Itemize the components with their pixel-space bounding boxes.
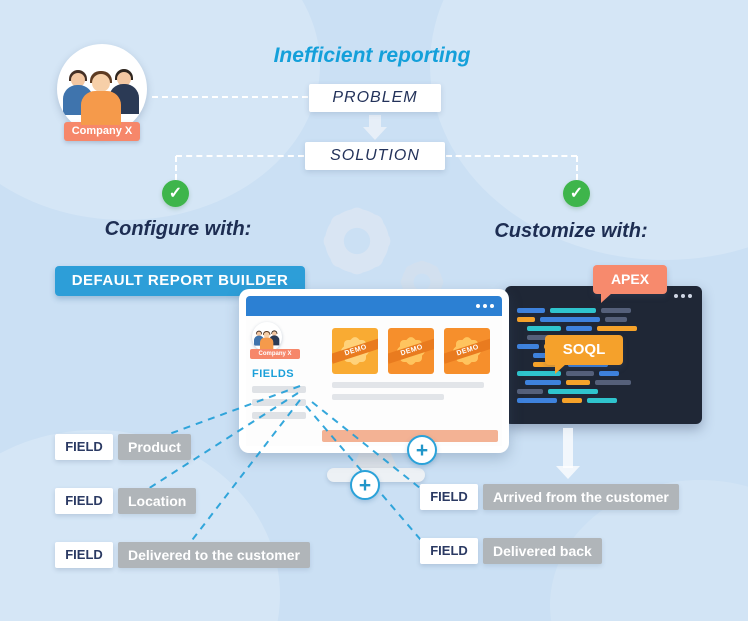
placeholder-line <box>252 399 306 406</box>
field-tag: FIELD <box>420 484 478 510</box>
add-field-button[interactable]: + <box>350 470 380 500</box>
monitor-screen: Company X FIELDS DEMO DEMO <box>246 316 502 446</box>
company-avatar-small <box>252 322 282 352</box>
page-title: Inefficient reporting <box>273 44 471 67</box>
down-arrow-head <box>556 466 580 479</box>
apex-label-tail <box>601 293 612 303</box>
window-dots-icon <box>476 304 494 308</box>
dashed-connector <box>152 96 308 98</box>
down-arrow-head <box>363 127 387 140</box>
field-value: Delivered to the customer <box>118 542 310 568</box>
monitor: Company X FIELDS DEMO DEMO <box>239 289 509 453</box>
field-tag: FIELD <box>420 538 478 564</box>
dashed-connector <box>175 156 177 180</box>
monitor-main-area: DEMO DEMO DEMO <box>320 316 502 446</box>
demo-badge: DEMO <box>444 328 490 374</box>
background-blob <box>0 0 320 220</box>
configure-heading: Configure with: <box>104 218 252 240</box>
fields-label: FIELDS <box>252 368 295 380</box>
down-arrow <box>563 428 573 468</box>
field-tag: FIELD <box>55 542 113 568</box>
soql-label: SOQL <box>545 335 623 365</box>
monitor-titlebar <box>246 296 502 316</box>
company-avatar-circle <box>57 44 147 134</box>
demo-tiles: DEMO DEMO DEMO <box>332 328 496 374</box>
field-tag: FIELD <box>55 434 113 460</box>
demo-badge: DEMO <box>388 328 434 374</box>
field-row: FIELD Location <box>55 488 197 514</box>
placeholder-line <box>332 394 444 400</box>
field-value: Location <box>118 488 197 514</box>
company-avatar: Company X <box>55 42 149 142</box>
customize-heading: Customize with: <box>494 220 648 242</box>
field-value: Arrived from the customer <box>483 484 679 510</box>
field-row: FIELD Arrived from the customer <box>420 484 679 510</box>
field-row: FIELD Delivered to the customer <box>55 542 310 568</box>
dashed-connector <box>446 155 577 157</box>
window-dots-icon <box>674 294 692 298</box>
monitor-sidebar: Company X FIELDS <box>246 316 320 446</box>
field-value: Product <box>118 434 191 460</box>
field-tag: FIELD <box>55 488 113 514</box>
gear-icon <box>323 207 391 275</box>
problem-box: PROBLEM <box>309 84 441 112</box>
solution-box: SOLUTION <box>305 142 445 170</box>
placeholder-line <box>252 412 306 419</box>
dashed-connector <box>176 155 304 157</box>
field-value: Delivered back <box>483 538 602 564</box>
company-badge: Company X <box>64 122 140 141</box>
company-badge-small: Company X <box>250 349 300 359</box>
demo-badge: DEMO <box>332 328 378 374</box>
field-row: FIELD Product <box>55 434 191 460</box>
placeholder-line <box>332 382 484 388</box>
checkmark-icon: ✓ <box>563 180 590 207</box>
placeholder-line <box>252 386 306 393</box>
checkmark-icon: ✓ <box>162 180 189 207</box>
apex-label: APEX <box>593 265 667 294</box>
field-row: FIELD Delivered back <box>420 538 602 564</box>
add-field-button[interactable]: + <box>407 435 437 465</box>
dashed-connector <box>576 156 578 180</box>
soql-label-tail <box>555 364 566 374</box>
monitor-stand-neck <box>352 451 398 469</box>
down-arrow <box>369 115 381 128</box>
